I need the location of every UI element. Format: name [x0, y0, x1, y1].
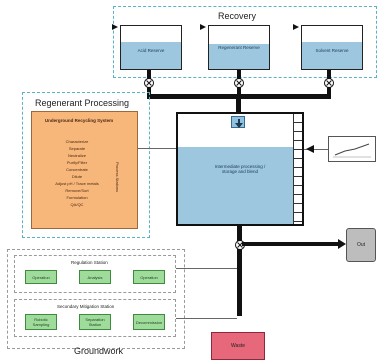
regulation-box-1-label: Operation [32, 274, 50, 280]
regulation-box-3[interactable]: Operation [133, 270, 165, 284]
regulation-station: Regulation Station Operation Analysis Op… [14, 255, 176, 293]
recovery-title: Recovery [218, 11, 257, 21]
mitigation-station-title: Secondary Mitigation Station [57, 304, 115, 309]
regenerant-reserve-tank: Regenerant Reserve [208, 25, 270, 70]
waste-box: Waste [211, 332, 265, 360]
regenerant-processing-box: Underground Recycling System Characteriz… [31, 111, 138, 229]
processing-item: QA/QC [70, 202, 84, 207]
acid-reserve-tank: Acid Reserve [120, 25, 182, 70]
processing-item: Remove/Sort [65, 188, 89, 193]
mitigation-box-1[interactable]: Robotic Sampling [25, 314, 57, 330]
processing-item: Characterize [65, 139, 89, 144]
processing-item: Dilute [71, 174, 83, 179]
mitigation-box-1-label: Robotic Sampling [32, 317, 50, 327]
pipe-main-outlet [237, 226, 242, 316]
pipe-header [147, 94, 331, 99]
mitigation-box-3[interactable]: Decommission [133, 314, 165, 330]
main-tank-inlet-tag [231, 116, 245, 128]
processing-item: Separate [68, 146, 86, 151]
regulation-station-title: Regulation Station [71, 260, 108, 265]
regulation-box-2[interactable]: Analysis [79, 270, 111, 284]
mitigation-station: Secondary Mitigation Station Robotic Sam… [14, 299, 176, 337]
waste-label: Waste [231, 343, 245, 349]
valve-acid[interactable] [144, 78, 154, 88]
main-tank-water [178, 147, 302, 224]
groundwork-section [7, 249, 185, 349]
processing-items: Characterize Separate Neutralize Purify/… [42, 138, 112, 208]
solvent-reserve-tank: Solvent Reserve [301, 25, 363, 70]
output-label: Out [356, 242, 366, 248]
level-gauge [293, 114, 302, 224]
groundwork-title: Groundwork [74, 346, 124, 356]
processing-item: Neutralize [67, 153, 86, 158]
mitigation-box-2-label: Separation Station [85, 317, 105, 327]
processing-item: Formulation [66, 195, 88, 200]
mitigation-box-3-label: Decommission [135, 319, 163, 325]
regenerant-reserve-water [209, 44, 269, 69]
recovery-section [113, 6, 377, 78]
valve-regenerant[interactable] [234, 78, 244, 88]
regulation-box-2-label: Analysis [87, 274, 103, 280]
regulation-box-1[interactable]: Operation [25, 270, 57, 284]
main-tank: Intermediate processing / storage and bl… [176, 112, 304, 226]
inlet-arrow-icon [235, 119, 243, 128]
regenerant-processing-section [22, 92, 150, 238]
acid-reserve-label: Acid Reserve [137, 48, 165, 53]
monitor-graph-icon [333, 143, 371, 158]
monitor-arrow [306, 145, 314, 153]
main-tank-label: Intermediate processing / storage and bl… [214, 164, 266, 174]
mitigation-box-2[interactable]: Separation Station [79, 314, 111, 330]
regenerant-processing-title: Regenerant Processing [35, 98, 130, 108]
regulation-box-3-label: Operation [140, 274, 158, 280]
processing-item: Concentrate [66, 167, 88, 172]
processing-item: Purify/Filter [66, 160, 88, 165]
connector-processing-to-tank [138, 148, 176, 149]
output-box: Out [346, 228, 376, 262]
monitor-box [328, 136, 376, 162]
processing-item: Adjust pH / Trace metals [55, 181, 99, 186]
connector-mitigation [176, 318, 237, 319]
solvent-reserve-label: Solvent Reserve [315, 48, 349, 53]
solvent-reserve-water [302, 42, 362, 69]
valve-solvent[interactable] [324, 78, 334, 88]
connector-monitor [304, 149, 328, 150]
connector-regulation [176, 268, 237, 269]
pipe-to-main-tank [236, 97, 241, 113]
regenerant-reserve-label: Regenerant Reserve [218, 45, 260, 50]
acid-reserve-water [121, 42, 181, 69]
processing-box-title: Underground Recycling System [44, 118, 114, 123]
